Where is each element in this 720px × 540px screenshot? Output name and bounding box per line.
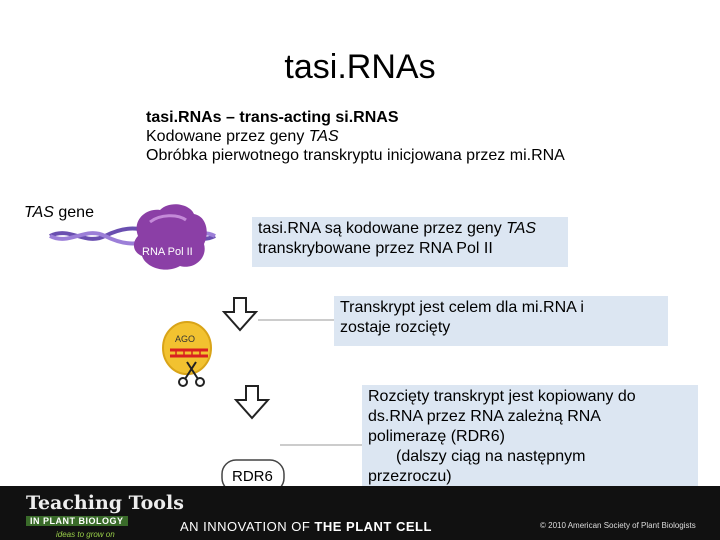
logo-in-plant-biology: IN PLANT BIOLOGY [26,516,128,526]
intro-line-3: Obróbka pierwotnego transkryptu inicjowa… [146,147,565,164]
tas-gene-suffix: gene [53,204,94,221]
tas-gene-italic: TAS [24,204,54,221]
footer-copyright: © 2010 American Society of Plant Biologi… [540,521,696,530]
box2-line-2: zostaje rozcięty [340,319,451,336]
footer-bar [0,486,720,540]
intro-text: tasi.RNAs – trans-acting si.RNAS Kodowan… [146,108,565,165]
box1-line-1-italic: TAS [506,220,537,237]
down-arrow-icon-2 [233,385,271,420]
intro-line-1: tasi.RNAs – trans-acting si.RNAS [146,109,399,126]
down-arrow-icon-1 [221,297,259,332]
logo-tagline: ideas to grow on [56,530,115,539]
ago-icon [162,321,212,375]
rna-pol-ii-icon [133,204,207,270]
logo-teaching-tools: Teaching Tools [26,492,184,514]
footer-innovation-text: AN INNOVATION OF THE PLANT CELL [180,519,432,534]
box3-line-2: ds.RNA przez RNA zależną RNA [368,408,601,425]
box1-line-2: transkrybowane przez RNA Pol II [258,240,493,257]
rna-pol-ii-label: RNA Pol II [142,246,193,258]
box3-line-4: (dalszy ciąg na następnym [396,448,586,465]
box3-line-5: przezroczu) [368,468,452,485]
intro-line-2: Kodowane przez geny TAS [146,127,565,146]
mirna-transcript-icon [170,348,208,358]
box3-line-1: Rozcięty transkrypt jest kopiowany do [368,388,636,405]
info-box-transcription: tasi.RNA są kodowane przez geny TAS tran… [252,217,568,267]
box3-line-3: polimerazę (RDR6) [368,428,505,445]
slide-title: tasi.RNAs [284,48,436,86]
box1-line-1: tasi.RNA są kodowane przez geny TAS [258,219,562,239]
intro-line-2-prefix: Kodowane przez geny [146,128,309,145]
info-box-cleavage: Transkrypt jest celem dla mi.RNA i zosta… [334,296,668,346]
footer-center-bold: THE PLANT CELL [314,519,432,534]
rdr6-label: RDR6 [232,468,273,485]
box2-line-1: Transkrypt jest celem dla mi.RNA i [340,299,584,316]
box1-line-1-prefix: tasi.RNA są kodowane przez geny [258,220,507,237]
tas-gene-label: TAS gene [24,204,94,222]
ago-label: AGO [175,334,196,344]
footer-center-prefix: AN INNOVATION OF [180,519,315,534]
scissors-icon [178,361,205,387]
info-box-rdr6: Rozcięty transkrypt jest kopiowany do ds… [362,385,698,500]
intro-line-2-italic: TAS [308,128,339,145]
